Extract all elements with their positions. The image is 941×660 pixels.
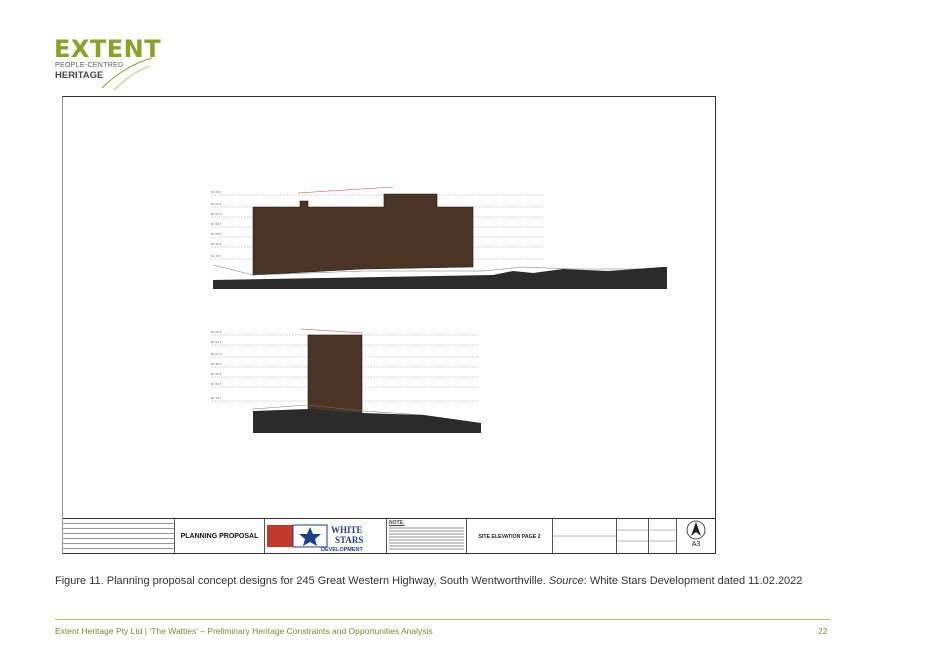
white-stars-logo: WHITE STARS DEVELOPMENT — [267, 524, 364, 553]
upper-level-label: RL 64.2 — [211, 202, 222, 206]
notes-cell: NOTE: — [387, 519, 467, 553]
project-info-cell — [553, 519, 617, 553]
upper-level-label: RL 58.4 — [211, 222, 222, 226]
developer-name-1: WHITE — [331, 525, 363, 535]
upper-level-label: RL 49.7 — [211, 254, 222, 258]
caption-source-label: Source — [548, 575, 584, 587]
upper-level-label: RL 61.3 — [211, 212, 222, 216]
site-elevation-drawing: RL 66.9 RL 64.2 RL 61.3 RL 58.4 RL 55.5 … — [62, 96, 716, 554]
developer-logo-cell: WHITE STARS DEVELOPMENT — [265, 519, 387, 553]
drawing-info-cell — [617, 519, 649, 553]
lower-ground-section — [253, 409, 481, 433]
logo-swoosh-icon — [101, 57, 153, 91]
height-plane-line — [297, 186, 394, 194]
planning-proposal-cell: PLANNING PROPOSAL — [175, 519, 265, 553]
logo-tagline: PEOPLE-CENTRED — [55, 62, 124, 69]
lower-building-mass — [307, 334, 363, 416]
lower-elevation: RL 66.9 RL 64.2 RL 61.3 RL 58.4 RL 55.5 … — [211, 328, 481, 433]
sheet-title-cell: SITE ELEVATION PAGE 2 — [467, 519, 553, 553]
star-icon — [299, 527, 321, 546]
lower-level-label: RL 66.9 — [211, 330, 222, 334]
footer-divider — [55, 619, 830, 620]
note-text-lines — [389, 527, 464, 550]
lower-height-plane-line — [300, 328, 364, 334]
lower-level-label: RL 52.6 — [211, 382, 222, 386]
upper-level-label: RL 66.9 — [211, 190, 222, 194]
upper-building-mass — [252, 193, 474, 276]
lower-level-label: RL 64.2 — [211, 340, 222, 344]
upper-level-label: RL 52.6 — [211, 242, 222, 246]
upper-elevation: RL 66.9 RL 64.2 RL 61.3 RL 58.4 RL 55.5 … — [211, 186, 667, 289]
footer-text: Extent Heritage Pty Ltd | ‘The Watties’ … — [55, 626, 433, 636]
revision-table — [63, 519, 175, 553]
developer-name-2: STARS — [335, 535, 363, 545]
logo-wordmark: EXTENT — [54, 35, 162, 63]
lower-level-label: RL 55.5 — [211, 372, 222, 376]
drawing-title-block: PLANNING PROPOSAL WHITE STARS DEVELOPMEN… — [63, 518, 715, 553]
lower-level-label: RL 49.7 — [211, 396, 222, 400]
caption-main: Figure 11. Planning proposal concept des… — [55, 575, 549, 587]
planning-proposal-label: PLANNING PROPOSAL — [180, 532, 259, 540]
figure-caption: Figure 11. Planning proposal concept des… — [55, 575, 802, 587]
sheet-size: A3 — [691, 541, 701, 548]
note-heading: NOTE: — [389, 520, 405, 526]
upper-natural-ground-line — [212, 264, 663, 276]
north-arrow-icon — [686, 520, 706, 540]
lower-level-label: RL 61.3 — [211, 352, 222, 356]
upper-level-label: RL 55.5 — [211, 232, 222, 236]
page-number: 22 — [818, 626, 828, 636]
developer-name-3: DEVELOPMENT — [321, 547, 364, 553]
lower-level-label: RL 58.4 — [211, 362, 222, 366]
caption-source-text: : White Stars Development dated 11.02.20… — [583, 575, 803, 587]
elevation-svg: RL 66.9 RL 64.2 RL 61.3 RL 58.4 RL 55.5 … — [211, 186, 667, 433]
logo-heritage: HERITAGE — [55, 70, 104, 81]
extent-heritage-logo: EXTENT PEOPLE-CENTRED HERITAGE — [54, 36, 161, 92]
north-arrow-cell: A3 — [677, 519, 715, 553]
sheet-title: SITE ELEVATION PAGE 2 — [478, 534, 541, 540]
scale-info-cell — [649, 519, 677, 553]
upper-ground-section — [213, 267, 667, 289]
